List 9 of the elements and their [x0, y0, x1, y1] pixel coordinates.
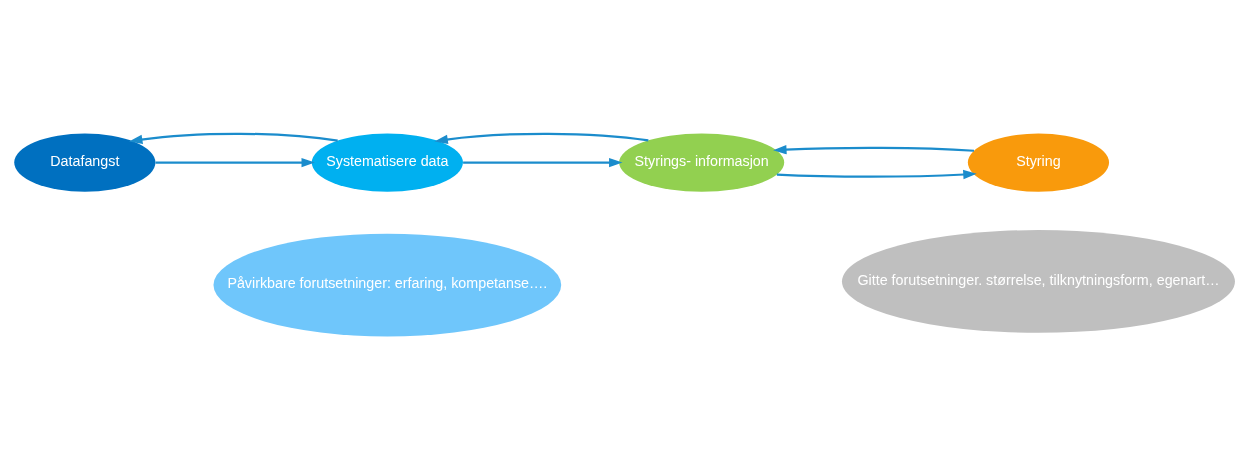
- arrow: [773, 144, 975, 155]
- node-ellipse: Gitte forutsetninger. størrelse, tilknytningsform, egenart…: [841, 230, 1235, 333]
- arrow: [434, 132, 649, 145]
- arrow: [463, 157, 623, 168]
- node-ellipse: Påvirkbare forutsetninger: erfaring, kompetanse….: [213, 233, 562, 337]
- arrow: [129, 132, 338, 145]
- arrow: [155, 157, 315, 168]
- arrow: [776, 169, 977, 180]
- node-ellipse: Styring: [967, 133, 1110, 192]
